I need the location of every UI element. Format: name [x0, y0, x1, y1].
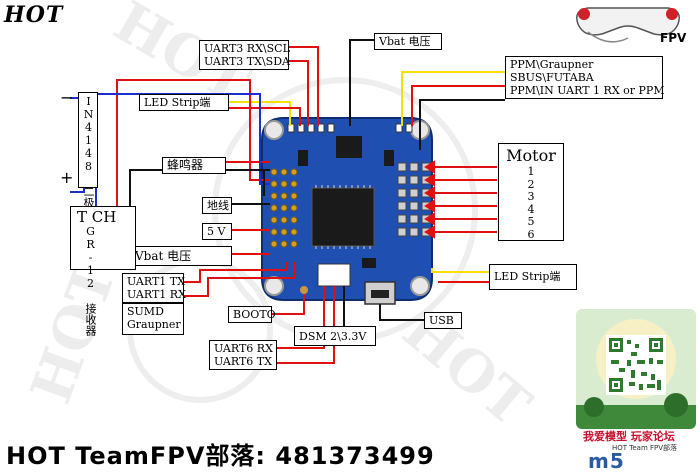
footer-contact: HOT TeamFPV部落: 481373499	[6, 442, 435, 470]
led-strip-left-label: LED Strip端	[139, 94, 229, 111]
ppm-in-label: PPM\IN UART 1 RX or PPM	[510, 84, 665, 97]
receiver-model: GR-12 接收器	[84, 225, 97, 336]
fpv-label: FPV	[660, 31, 687, 45]
usb-label: USB	[424, 312, 462, 329]
receiver-label: T CH GR-12 接收器	[70, 206, 136, 336]
sumd-text: SUMD	[127, 305, 164, 318]
diode-plus: +	[60, 168, 74, 187]
qr-code-image	[576, 319, 696, 429]
graupner-text: Graupner	[127, 318, 181, 331]
vbat-top-label: Vbat 电压	[374, 33, 442, 50]
diode-minus: −	[60, 88, 74, 107]
uart6-rx-label: UART6 RX	[214, 342, 273, 355]
site-logo: m5	[588, 449, 625, 473]
brand-title: HOT	[4, 2, 64, 28]
vbat-left-label: Vbat 电压	[130, 246, 232, 266]
motor-5: 5	[527, 215, 535, 228]
boot-label: BOOTO	[228, 306, 276, 323]
motor-3: 3	[527, 190, 535, 203]
motor-1: 1	[527, 165, 535, 178]
qr-card	[576, 309, 696, 429]
uart1-label: UART1 TX UART1 RX	[122, 273, 186, 303]
forum-label: 我爱模型 玩家论坛	[583, 430, 675, 443]
uart3-tx-label: UART3 TX\SDA	[204, 55, 290, 68]
five-v-label: 5 V	[202, 223, 232, 240]
motor-4: 4	[527, 202, 535, 216]
led-strip-right-label: LED Strip端	[489, 264, 577, 290]
motor-label: Motor 1 2 3 4 5 6	[498, 143, 564, 241]
uart1-tx-label: UART1 TX	[127, 275, 185, 288]
forum-sub-label: HOT Team FPV部落	[612, 444, 678, 452]
motor-6: 6	[527, 227, 535, 241]
fpv-goggles	[576, 7, 680, 43]
uart3-rx-label: UART3 RX\SCL	[204, 42, 290, 55]
flight-controller-board	[261, 117, 433, 305]
uart3-label: UART3 RX\SCL UART3 TX\SDA	[199, 40, 290, 70]
uart1-rx-label: UART1 RX	[127, 288, 186, 301]
ppm-label: PPM\Graupner SBUS\FUTABA PPM\IN UART 1 R…	[505, 56, 665, 99]
motor-2: 2	[527, 177, 535, 191]
ground-label: 地线	[202, 197, 232, 214]
receiver-channel: T CH	[77, 208, 117, 226]
diode-label: IN4148 二极管	[78, 92, 98, 219]
buzzer-label: 蜂鸣器	[162, 157, 226, 174]
sumd-label: SUMD Graupner	[122, 303, 184, 335]
uart6-tx-label: UART6 TX	[214, 355, 272, 368]
motor-title: Motor	[506, 146, 556, 165]
sbus-label: SBUS\FUTABA	[510, 71, 594, 84]
uart6-label: UART6 RX UART6 TX	[209, 340, 277, 370]
dsm-label: DSM 2\3.3V	[294, 326, 376, 346]
ppm-graupner-label: PPM\Graupner	[510, 58, 594, 71]
